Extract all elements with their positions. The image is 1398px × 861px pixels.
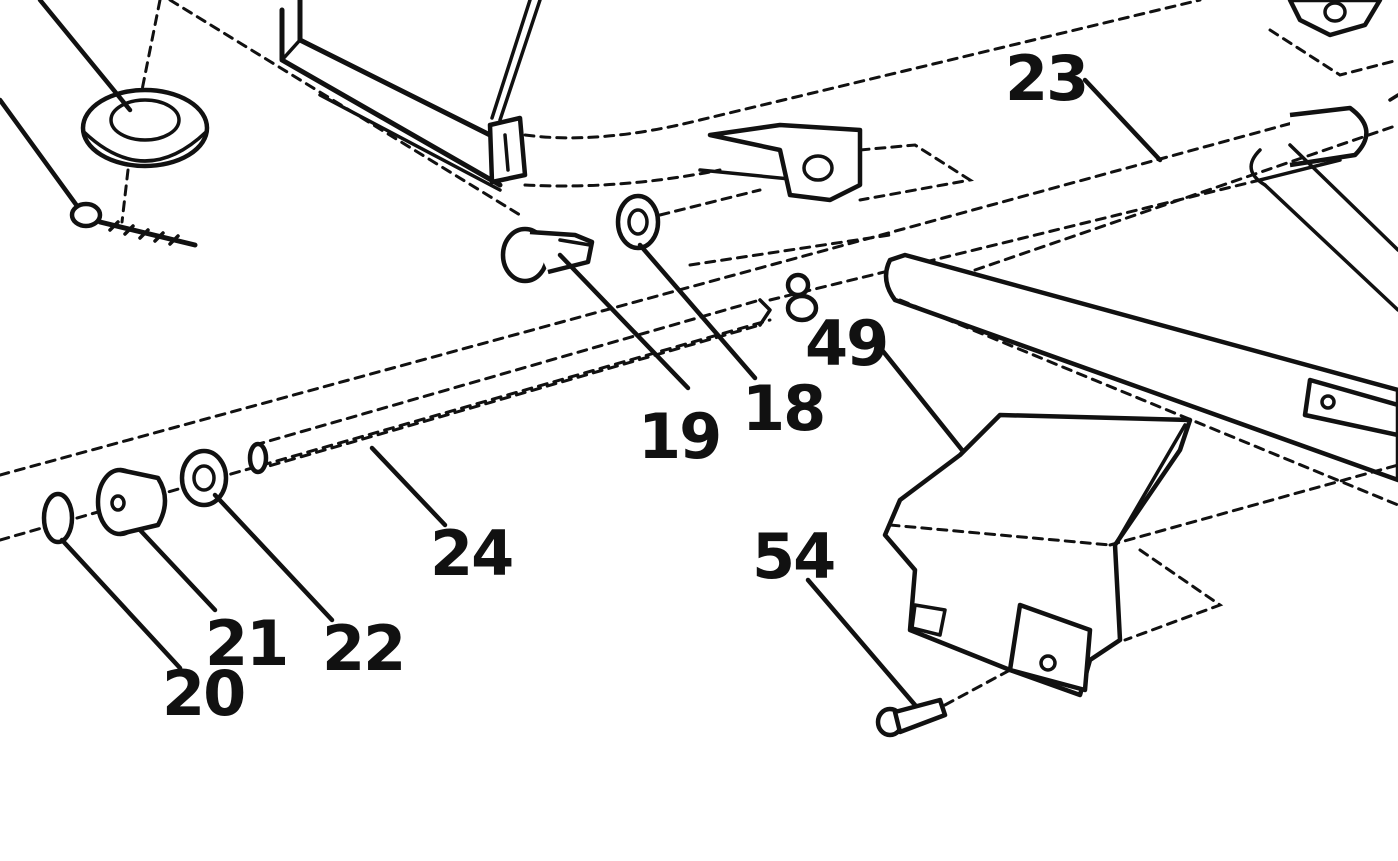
guard-cover-49: [882, 412, 1398, 698]
callout-19: 19: [638, 400, 720, 473]
bushing-part-21: [95, 467, 168, 537]
grommet-part: [37, 0, 210, 169]
leader-lines: [59, 77, 1163, 708]
ring-part-20: [41, 491, 75, 545]
callout-20: 20: [162, 657, 244, 730]
vertical-rod: [487, 0, 542, 185]
callout-23: 23: [1005, 42, 1087, 115]
callout-54: 54: [752, 520, 834, 593]
upper-frame-bracket: [138, 0, 522, 217]
callout-18: 18: [742, 372, 824, 445]
top-right-bracket: [1268, 0, 1398, 77]
washer-part-22: [179, 448, 229, 508]
screw-part-top-left: [0, 97, 198, 248]
clamp-bracket: [707, 122, 975, 203]
callout-21: 21: [205, 607, 287, 680]
right-edge-clip: [1302, 377, 1398, 438]
shaft-part-24: [247, 298, 772, 475]
nut-part: [785, 272, 819, 323]
callout-24: 24: [430, 517, 512, 590]
callout-labels: 23 49 19 18 24 54 21 22 20: [162, 42, 1089, 730]
bushing-part-19: [500, 226, 595, 284]
right-angled-tube: [1249, 143, 1398, 312]
washer-part-18: [615, 188, 892, 267]
callout-22: 22: [322, 612, 404, 685]
crossbar-tube: [883, 123, 1398, 507]
callout-49: 49: [805, 307, 887, 380]
pin-part-54: [875, 668, 1012, 738]
